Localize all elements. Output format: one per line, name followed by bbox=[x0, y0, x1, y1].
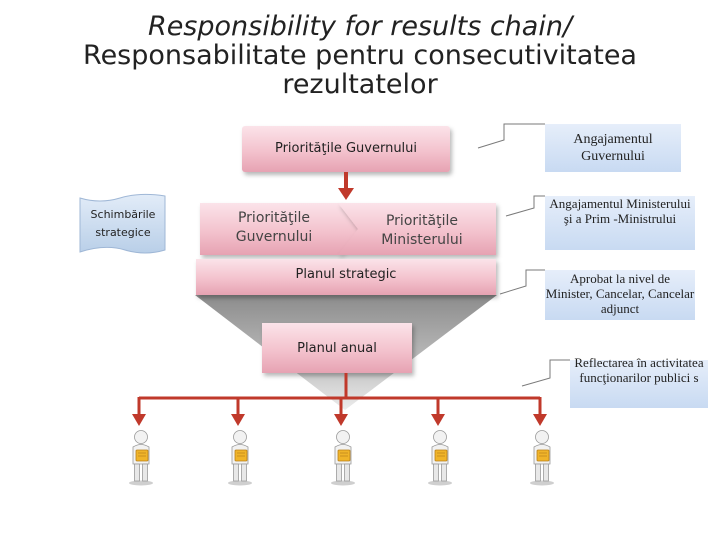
annual-plan-label: Planul anual bbox=[262, 341, 412, 356]
strategic-changes-label: Schimbările strategice bbox=[86, 206, 160, 242]
arrow-down-icon bbox=[334, 414, 348, 426]
person-holding-document-icon bbox=[328, 430, 358, 486]
arrow-down-icon bbox=[431, 414, 445, 426]
arrow-down-icon bbox=[132, 414, 146, 426]
callout-text-2: Angajamentul Ministerului şi a Prim -Min… bbox=[545, 196, 695, 226]
callout-text-3: Aprobat la nivel de Minister, Cancelar, … bbox=[545, 271, 695, 316]
person-holding-document-icon bbox=[425, 430, 455, 486]
person-holding-document-icon bbox=[126, 430, 156, 486]
person-holding-document-icon bbox=[225, 430, 255, 486]
arrow-down-icon bbox=[533, 414, 547, 426]
callout-text-4: Reflectarea în activitatea funcţionarilo… bbox=[572, 355, 706, 385]
arrow-down-icon bbox=[338, 188, 354, 200]
ministry-priorities-label: Priorităţile Ministerului bbox=[362, 212, 482, 250]
arrow-down-icon bbox=[231, 414, 245, 426]
gov-priorities-label: Priorităţile Guvernului bbox=[214, 209, 334, 247]
callout-text-1: Angajamentul Guvernului bbox=[545, 131, 681, 165]
top-priorities-label: Priorităţile Guvernului bbox=[242, 141, 450, 156]
person-holding-document-icon bbox=[527, 430, 557, 486]
strategic-plan-label: Planul strategic bbox=[196, 267, 496, 282]
